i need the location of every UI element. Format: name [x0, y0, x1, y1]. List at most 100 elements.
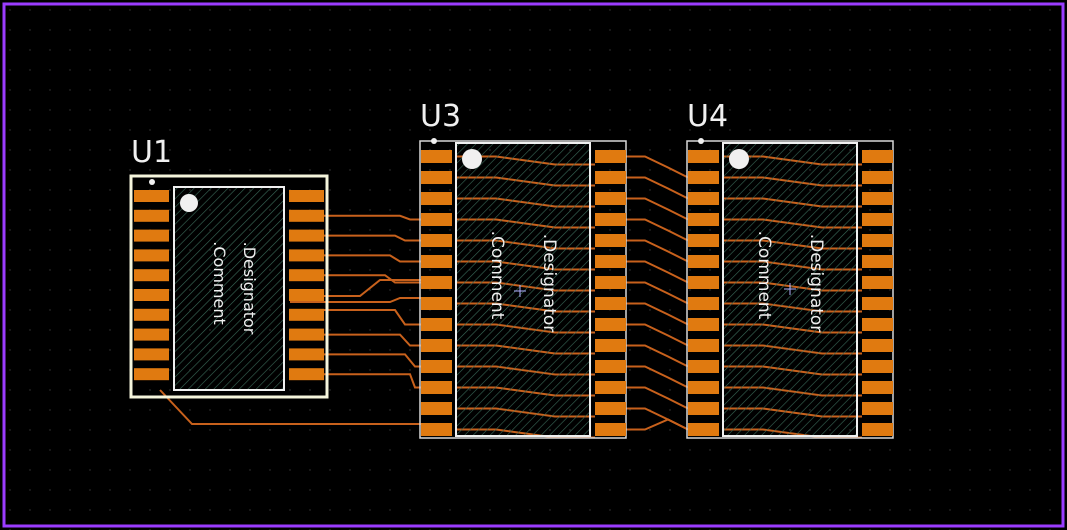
- pad-left-1[interactable]: [134, 190, 169, 202]
- pad-left-14[interactable]: [421, 423, 452, 436]
- component-u1[interactable]: U1 .Designator .Comment: [129, 135, 329, 399]
- pad-right-7[interactable]: [595, 276, 626, 289]
- pad-left-11[interactable]: [421, 360, 452, 373]
- pad-right-2[interactable]: [595, 171, 626, 184]
- trace: [290, 297, 421, 303]
- pad-right-14[interactable]: [862, 423, 893, 436]
- pad-right-11[interactable]: [862, 360, 893, 373]
- pad-left-3[interactable]: [688, 192, 719, 205]
- pad-left-2[interactable]: [134, 209, 169, 222]
- pad-left-2[interactable]: [688, 171, 719, 184]
- component-u4[interactable]: U4 .Designator .Comment: [686, 99, 894, 439]
- pad-left-6[interactable]: [688, 255, 719, 268]
- pad-left-6[interactable]: [421, 255, 452, 268]
- pad-right-4[interactable]: [595, 213, 626, 226]
- pad-left-1[interactable]: [421, 150, 452, 163]
- pad-left-7[interactable]: [134, 308, 169, 321]
- pad-right-1[interactable]: [595, 150, 626, 163]
- pad-left-1[interactable]: [688, 150, 719, 163]
- pad-right-4[interactable]: [289, 249, 324, 262]
- pad-left-2[interactable]: [421, 171, 452, 184]
- pad-right-6[interactable]: [289, 289, 324, 301]
- trace: [626, 239, 689, 263]
- pad-left-3[interactable]: [134, 229, 169, 242]
- courtyard-outline: [419, 140, 627, 439]
- pad-left-13[interactable]: [421, 402, 452, 415]
- pad-right-13[interactable]: [595, 402, 626, 415]
- pad-left-9[interactable]: [688, 318, 719, 331]
- pad-right-10[interactable]: [862, 339, 893, 352]
- pad-right-8[interactable]: [289, 328, 324, 341]
- pad-right-14[interactable]: [595, 423, 626, 436]
- pad-right-13[interactable]: [862, 402, 893, 415]
- pad-right-5[interactable]: [289, 269, 324, 282]
- designator-label: U4: [687, 99, 728, 134]
- pad-right-6[interactable]: [595, 255, 626, 268]
- body-designator-text: .Designator: [240, 242, 259, 335]
- pad-left-10[interactable]: [688, 339, 719, 352]
- pad-left-3[interactable]: [421, 192, 452, 205]
- pad-left-4[interactable]: [421, 213, 452, 226]
- pad-right-3[interactable]: [862, 192, 893, 205]
- pad-left-13[interactable]: [688, 402, 719, 415]
- pad-left-4[interactable]: [688, 213, 719, 226]
- pad-left-4[interactable]: [134, 249, 169, 262]
- pad-right-5[interactable]: [595, 234, 626, 247]
- pad-left-6[interactable]: [134, 289, 169, 301]
- pad-right-9[interactable]: [595, 318, 626, 331]
- trace: [324, 333, 421, 347]
- trace: [626, 197, 689, 221]
- pad-left-5[interactable]: [688, 234, 719, 247]
- pad-right-1[interactable]: [862, 150, 893, 163]
- pad-right-12[interactable]: [862, 381, 893, 394]
- pad-left-8[interactable]: [134, 328, 169, 341]
- pad-right-2[interactable]: [862, 171, 893, 184]
- pad-left-10[interactable]: [134, 368, 169, 381]
- pad-right-11[interactable]: [595, 360, 626, 373]
- pad-right-4[interactable]: [862, 213, 893, 226]
- pad-left-11[interactable]: [688, 360, 719, 373]
- pad-right-7[interactable]: [289, 308, 324, 321]
- trace: [626, 365, 689, 389]
- pad-left-9[interactable]: [421, 318, 452, 331]
- pad-left-5[interactable]: [421, 234, 452, 247]
- pad-right-9[interactable]: [289, 348, 324, 361]
- pad-right-7[interactable]: [862, 276, 893, 289]
- pad-right-12[interactable]: [595, 381, 626, 394]
- pad-left-12[interactable]: [688, 381, 719, 394]
- pin1-marker: [180, 194, 198, 212]
- trace: [626, 155, 689, 179]
- pad-left-10[interactable]: [421, 339, 452, 352]
- pad-left-7[interactable]: [688, 276, 719, 289]
- pad-right-2[interactable]: [289, 209, 324, 222]
- component-u3[interactable]: U3 .Designator .Comment: [419, 99, 627, 439]
- trace: [324, 373, 421, 389]
- pad-left-5[interactable]: [134, 269, 169, 282]
- pad-right-10[interactable]: [289, 368, 324, 381]
- pad-right-5[interactable]: [862, 234, 893, 247]
- pad-right-10[interactable]: [595, 339, 626, 352]
- pad-left-8[interactable]: [421, 297, 452, 310]
- pad-left-12[interactable]: [421, 381, 452, 394]
- pad-left-9[interactable]: [134, 348, 169, 361]
- pad-left-7[interactable]: [421, 276, 452, 289]
- pad-right-8[interactable]: [595, 297, 626, 310]
- trace: [324, 254, 421, 263]
- trace: [324, 214, 421, 221]
- pad-right-3[interactable]: [289, 229, 324, 242]
- trace: [626, 386, 689, 410]
- pad-right-6[interactable]: [862, 255, 893, 268]
- trace: [626, 323, 689, 347]
- pad-right-8[interactable]: [862, 297, 893, 310]
- pad-left-14[interactable]: [688, 423, 719, 436]
- trace: [626, 418, 689, 431]
- body-designator-text: .Designator: [539, 234, 559, 333]
- pad-right-3[interactable]: [595, 192, 626, 205]
- pin1-marker: [729, 149, 749, 169]
- pad-left-8[interactable]: [688, 297, 719, 310]
- pin1-marker: [462, 149, 482, 169]
- pad-right-9[interactable]: [862, 318, 893, 331]
- pad-right-1[interactable]: [289, 190, 324, 202]
